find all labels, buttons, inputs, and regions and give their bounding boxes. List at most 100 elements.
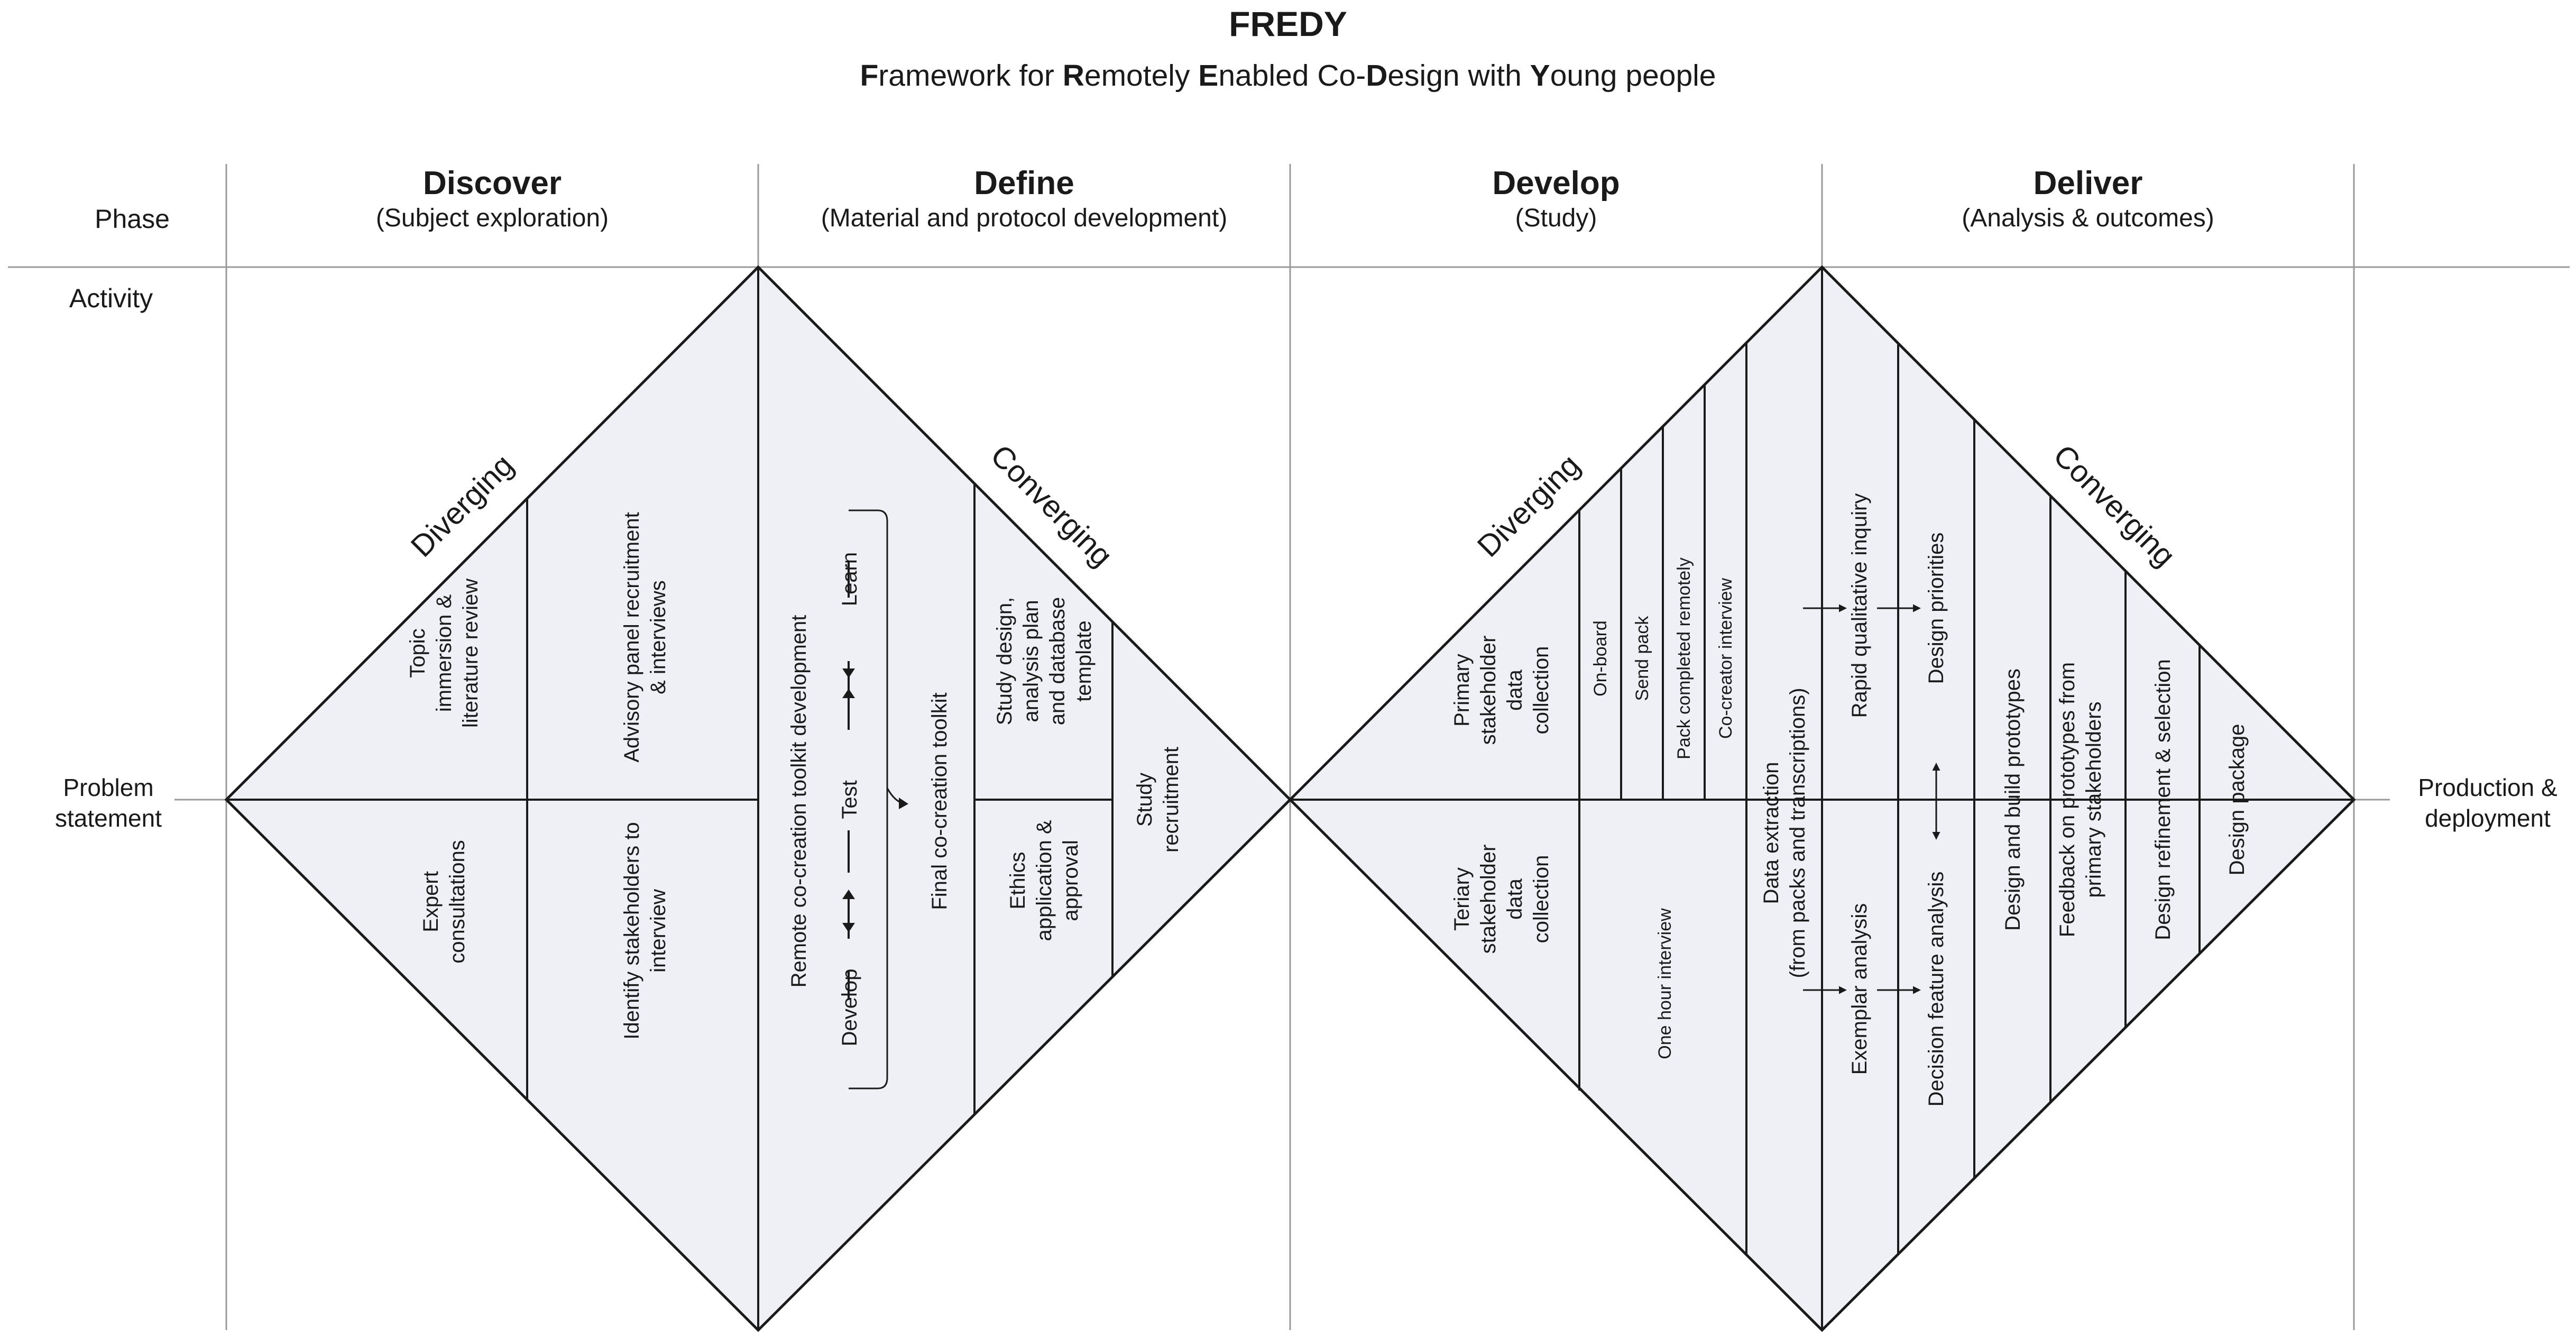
production-deployment-label: Production & deployment	[2400, 772, 2575, 834]
design-priorities-text: Design priorities	[1925, 533, 1948, 684]
arrow-down-icon	[842, 923, 855, 932]
phase-name: Deliver	[2033, 165, 2143, 202]
arrow-down-icon	[842, 668, 855, 678]
text-line: Study	[1133, 773, 1156, 827]
diamond-1-dividers	[226, 267, 1114, 1330]
text-line: Primary	[1450, 654, 1474, 727]
text-line: data	[1503, 669, 1526, 711]
learn-text: Learn	[838, 552, 861, 606]
identify-stakeholders-text: Identify stakeholders to interview	[620, 822, 670, 1039]
text-line: Advisory panel recruitment	[620, 512, 643, 763]
text-line: stakeholder	[1477, 845, 1500, 954]
text-line: collection	[1530, 646, 1553, 735]
flow-arrows	[1803, 604, 1940, 994]
onboard-text: On-board	[1590, 620, 1611, 697]
text-line: Expert	[419, 871, 443, 932]
expert-consultations-text: Expert consultations	[419, 840, 469, 963]
phase-discover: Discover (Subject exploration)	[226, 164, 758, 234]
end-line: Production &	[2418, 774, 2557, 801]
remote-toolkit-text: Remote co-creation toolkit development	[787, 615, 811, 988]
advisory-panel-text: Advisory panel recruitment & interviews	[620, 512, 670, 763]
loop-arrowheads	[842, 668, 908, 932]
text-line: (from packs and transcriptions)	[1786, 688, 1809, 978]
arrow-up-icon	[842, 890, 855, 899]
decision-feature-text: Decision feature analysis	[1925, 872, 1948, 1107]
arrow-up-icon	[842, 689, 855, 698]
subtitle-initial: R	[1062, 59, 1084, 93]
one-hour-interview-text: One hour interview	[1655, 908, 1675, 1059]
subtitle-text: emotely	[1084, 59, 1199, 93]
pack-completed-text: Pack completed remotely	[1674, 557, 1694, 759]
text-line: Identify stakeholders to	[620, 822, 643, 1039]
send-pack-text: Send pack	[1632, 616, 1652, 701]
phase-deliver: Deliver (Analysis & outcomes)	[1822, 164, 2354, 234]
cocreator-interview-text: Co-creator interview	[1716, 578, 1736, 739]
subtitle-text: esign with	[1387, 59, 1530, 93]
text-line: data	[1503, 878, 1526, 920]
text-line: literature review	[459, 579, 482, 728]
text-line: Data extraction	[1760, 762, 1783, 904]
subtitle-initial: E	[1198, 59, 1219, 93]
diagram-subtitle: Framework for Remotely Enabled Co-Design…	[0, 52, 2576, 99]
text-line: stakeholder	[1477, 636, 1500, 745]
test-text: Test	[838, 780, 861, 819]
text-line: template	[1072, 620, 1096, 701]
phase-subtitle: (Study)	[1515, 204, 1597, 232]
start-line: Problem	[63, 774, 154, 801]
phase-name: Discover	[423, 165, 562, 202]
phase-develop: Develop (Study)	[1290, 164, 1822, 234]
exemplar-analysis-text: Exemplar analysis	[1848, 903, 1871, 1075]
text-line: collection	[1530, 855, 1553, 944]
text-line: Study design,	[993, 597, 1016, 725]
data-extraction-text: Data extraction (from packs and transcri…	[1760, 688, 1809, 978]
text-line: Ethics	[1006, 852, 1029, 910]
end-line: deployment	[2425, 804, 2551, 832]
subtitle-text: oung people	[1550, 59, 1716, 93]
design-build-text: Design and build prototypes	[2001, 668, 2025, 931]
text-line: and database	[1046, 597, 1069, 725]
start-line: statement	[55, 804, 162, 832]
phase-row-label: Phase	[95, 204, 170, 234]
text-line: approval	[1059, 840, 1082, 921]
phase-subtitle: (Material and protocol development)	[821, 204, 1228, 232]
arrow-right-icon	[899, 798, 908, 809]
problem-statement-label: Problem statement	[32, 772, 185, 834]
activity-row-label: Activity	[69, 283, 153, 313]
subtitle-initial: Y	[1530, 59, 1550, 93]
text-line: & interviews	[647, 580, 670, 694]
text-line: primary stakeholders	[2082, 701, 2105, 898]
phase-subtitle: (Analysis & outcomes)	[1962, 204, 2214, 232]
study-recruitment-text: Study recruitment	[1133, 747, 1183, 853]
design-package-text: Design package	[2225, 724, 2249, 876]
text-line: analysis plan	[1019, 600, 1043, 722]
rapid-inquiry-text: Rapid qualitative inquiry	[1848, 493, 1871, 718]
text-line: recruitment	[1160, 747, 1183, 853]
text-line: interview	[647, 889, 670, 973]
primary-stakeholder-text: Primary stakeholder data collection	[1450, 636, 1553, 745]
subtitle-initial: F	[860, 59, 879, 93]
text-line: Feedback on prototypes from	[2056, 662, 2079, 937]
phase-subtitle: (Subject exploration)	[375, 204, 609, 232]
develop-text: Develop	[838, 969, 861, 1047]
design-refinement-text: Design refinement & selection	[2151, 659, 2175, 940]
text-line: immersion &	[433, 594, 456, 712]
diagram-title: FREDY	[1229, 4, 1347, 43]
topic-review-text: Topic immersion & literature review	[406, 579, 482, 728]
ethics-text: Ethics application & approval	[1006, 820, 1082, 941]
subtitle-initial: D	[1366, 59, 1388, 93]
tertiary-stakeholder-text: Teriary stakeholder data collection	[1450, 845, 1553, 954]
text-line: application &	[1033, 820, 1056, 941]
subtitle-text: ramework for	[878, 59, 1063, 93]
text-line: Topic	[406, 628, 429, 677]
text-line: consultations	[446, 840, 469, 963]
text-line: Teriary	[1450, 867, 1474, 931]
phase-name: Develop	[1492, 165, 1620, 202]
feedback-prototypes-text: Feedback on prototypes from primary stak…	[2056, 662, 2105, 937]
phase-name: Define	[974, 165, 1074, 202]
subtitle-text: nabled Co-	[1218, 59, 1366, 93]
study-design-text: Study design, analysis plan and database…	[993, 597, 1096, 725]
final-toolkit-text: Final co-creation toolkit	[928, 692, 951, 910]
diamond-2-dividers	[1290, 267, 2354, 1330]
phase-define: Define (Material and protocol developmen…	[758, 164, 1290, 234]
